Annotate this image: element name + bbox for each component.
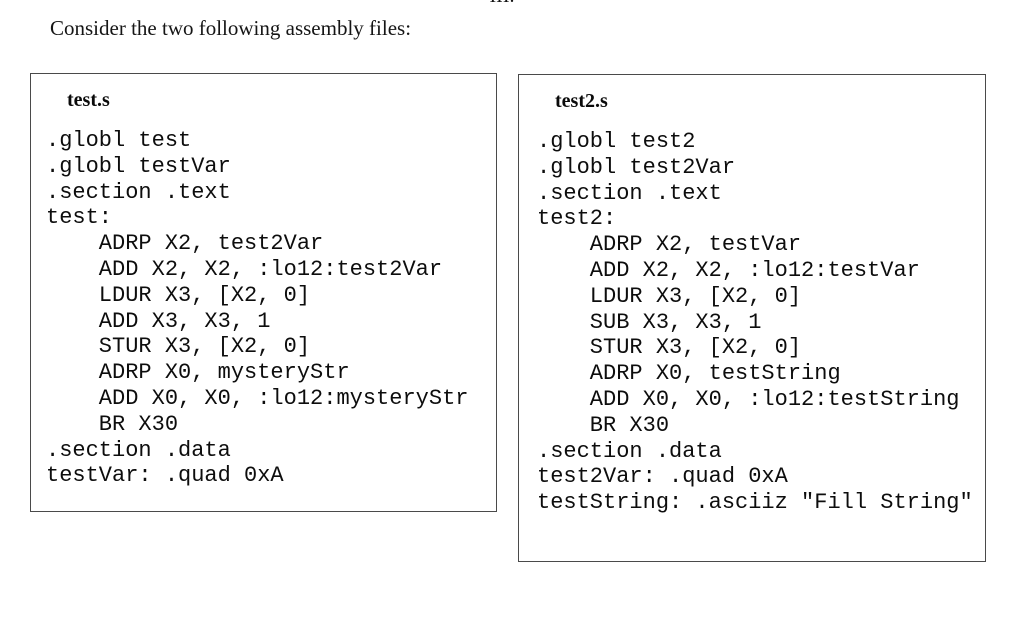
code-line: testVar: .quad 0xA xyxy=(46,463,284,489)
code-line: ADRP X2, testVar xyxy=(537,232,802,258)
code-line: ADRP X0, mysteryStr xyxy=(46,360,350,386)
code-line: LDUR X3, [X2, 0] xyxy=(46,282,311,308)
code-line: ADD X0, X0, :lo12:mysteryStr xyxy=(46,385,469,411)
code-line: .globl test2Var xyxy=(537,154,736,180)
intro-text: Consider the two following assembly file… xyxy=(50,16,412,40)
code-line: test2: xyxy=(537,206,617,232)
code-line: .globl test xyxy=(46,128,192,153)
code-line: .section .data xyxy=(46,437,231,463)
code-line: ADD X0, X0, :lo12:testString xyxy=(537,386,960,412)
code-line: .globl testVar xyxy=(46,153,231,179)
code-line: .section .data xyxy=(537,438,722,464)
code-line: LDUR X3, [X2, 0] xyxy=(537,283,802,309)
code-line: testString: .asciiz "Fill String" xyxy=(537,490,973,516)
code-panel-test2-s: test2.s .globl test2.globl test2Var.sect… xyxy=(518,74,986,562)
code-line: test: xyxy=(46,205,113,231)
code-line: STUR X3, [X2, 0] xyxy=(537,335,802,361)
code-line: SUB X3, X3, 1 xyxy=(537,309,762,335)
code-line: STUR X3, [X2, 0] xyxy=(46,334,311,360)
code-line: .globl test2 xyxy=(537,129,696,154)
code-line: .section .text xyxy=(537,180,722,206)
code-line: BR X30 xyxy=(537,412,670,438)
code-line: .section .text xyxy=(46,179,231,205)
code-panel-test-s: test.s .globl test.globl testVar.section… xyxy=(30,73,497,512)
code-line: ADRP X0, testString xyxy=(537,361,841,387)
panel-title-test2-s: test2.s xyxy=(555,90,608,112)
code-listing-test2-s: .globl test2.globl test2Var.section .tex… xyxy=(537,129,985,516)
code-line: ADD X2, X2, :lo12:testVar xyxy=(537,257,920,283)
code-line: BR X30 xyxy=(46,411,179,437)
code-line: ADRP X2, test2Var xyxy=(46,231,324,257)
code-line: ADD X3, X3, 1 xyxy=(46,308,271,334)
code-line: test2Var: .quad 0xA xyxy=(537,464,788,490)
section-marker: III. xyxy=(462,0,542,8)
panel-title-test-s: test.s xyxy=(67,89,110,111)
code-line: ADD X2, X2, :lo12:test2Var xyxy=(46,256,443,282)
